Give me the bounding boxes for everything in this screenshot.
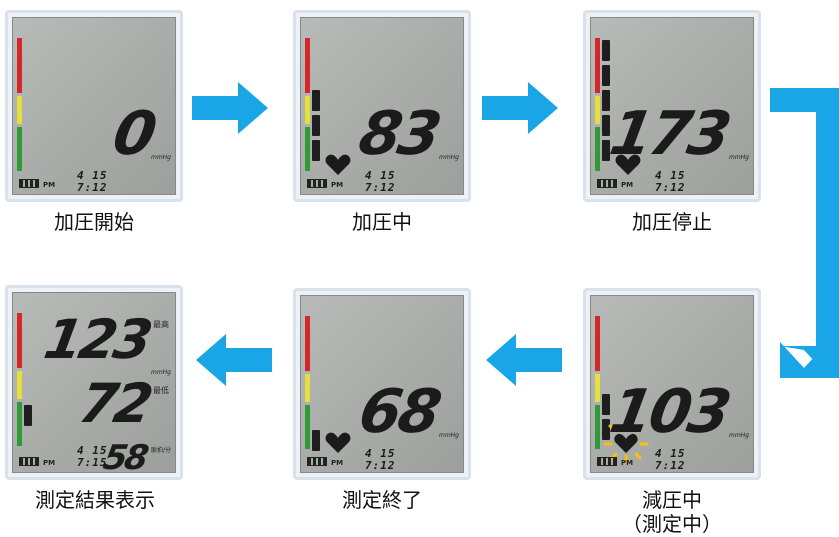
arrow-right-icon [192,82,268,134]
battery-icon [597,457,617,466]
date-readout: 4 15 [365,447,396,460]
arrow-elbow-down-icon [770,88,839,378]
date-readout: 4 15 [655,169,686,182]
pm-indicator: PM [621,181,634,189]
lcd-panel-inflation-stop: 173 mmHg 4 15 7:12 PM [583,10,761,202]
lcd-screen: 83 mmHg 4 15 7:12 PM [300,17,464,195]
unit-label: mmHg [438,432,459,439]
pressure-reading: 103 [604,377,734,447]
battery-icon [597,179,617,188]
step-label: 加圧停止 [632,210,712,234]
heart-icon [325,432,351,453]
heartbeat-flash-icon [603,418,649,464]
time-readout: 7:12 [365,459,396,472]
level-yellow-segment [17,96,22,124]
level-red-segment [595,38,600,93]
time-readout: 7:12 [655,181,686,194]
pressure-reading: 83 [353,99,444,169]
level-red-segment [17,313,22,368]
level-red-segment [17,38,22,93]
time-readout: 7:12 [655,459,686,472]
pulse-caption: 脈拍/分 [150,447,171,454]
level-green-segment [17,402,22,446]
systolic-caption: 最高 [153,320,169,329]
lcd-screen: 103 mmHg 4 15 7:12 PM [590,295,754,473]
level-yellow-segment [305,96,310,124]
lcd-screen: 68 mmHg 4 15 7:12 PM [300,295,464,473]
unit-label: mmHg [728,154,749,161]
lcd-panel-measurement-end: 68 mmHg 4 15 7:12 PM [293,288,471,480]
date-readout: 4 15 [655,447,686,460]
level-green-segment [305,127,310,171]
heart-icon [325,154,351,175]
lcd-screen: 0 mmHg 4 15 7:12 PM [12,17,176,195]
level-green-segment [17,127,22,171]
unit-label: mmHg [150,369,171,376]
lcd-screen: 173 mmHg 4 15 7:12 PM [590,17,754,195]
pm-indicator: PM [43,459,56,467]
level-yellow-segment [17,371,22,399]
diastolic-caption: 最低 [153,386,169,395]
lcd-panel-result: 123 最高 mmHg 72 最低 58 脈拍/分 4 15 7:15 PM [5,285,183,480]
pressure-reading: 68 [353,377,444,447]
heart-icon [615,154,641,175]
arrow-left-icon [196,334,272,386]
step-label: 加圧中 [352,210,412,234]
unit-label: mmHg [150,154,171,161]
arrow-right-icon [482,82,558,134]
pm-indicator: PM [43,181,56,189]
step-label: 測定終了 [342,488,422,512]
battery-icon [19,457,39,466]
lcd-screen: 123 最高 mmHg 72 最低 58 脈拍/分 4 15 7:15 PM [12,292,176,478]
systolic-reading: 123 [39,308,155,371]
pm-indicator: PM [621,459,634,467]
level-yellow-segment [305,374,310,402]
lcd-panel-inflation-start: 0 mmHg 4 15 7:12 PM [5,10,183,202]
pressure-reading: 173 [604,99,734,169]
pressure-bar-indicator [312,430,320,455]
level-green-segment [305,405,310,449]
pressure-bar-indicator [602,40,610,165]
level-yellow-segment [595,374,600,402]
level-red-segment [305,38,310,93]
step-sublabel: （測定中） [622,512,722,536]
arrow-left-icon [486,334,562,386]
date-readout: 4 15 [77,444,108,457]
step-label: 測定結果表示 [35,488,155,512]
pm-indicator: PM [331,459,344,467]
step-label: 加圧開始 [54,210,134,234]
level-green-segment [595,127,600,171]
pulse-reading: 58 [100,438,149,478]
battery-icon [307,457,327,466]
level-green-segment [595,405,600,449]
time-readout: 7:12 [77,181,108,194]
diastolic-reading: 72 [74,372,155,435]
level-red-segment [305,316,310,371]
battery-icon [19,179,39,188]
level-red-segment [595,316,600,371]
step-label: 減圧中 [642,488,702,512]
date-readout: 4 15 [365,169,396,182]
pm-indicator: PM [331,181,344,189]
pressure-bar-indicator [312,90,320,165]
unit-label: mmHg [728,432,749,439]
time-readout: 7:12 [365,181,396,194]
pressure-bar-indicator [24,405,32,430]
time-readout: 7:15 [77,456,108,469]
pressure-bar-indicator [602,394,610,444]
date-readout: 4 15 [77,169,108,182]
battery-icon [307,179,327,188]
lcd-panel-inflating: 83 mmHg 4 15 7:12 PM [293,10,471,202]
lcd-panel-deflating: 103 mmHg 4 15 7:12 PM [583,288,761,480]
level-yellow-segment [595,96,600,124]
unit-label: mmHg [438,154,459,161]
